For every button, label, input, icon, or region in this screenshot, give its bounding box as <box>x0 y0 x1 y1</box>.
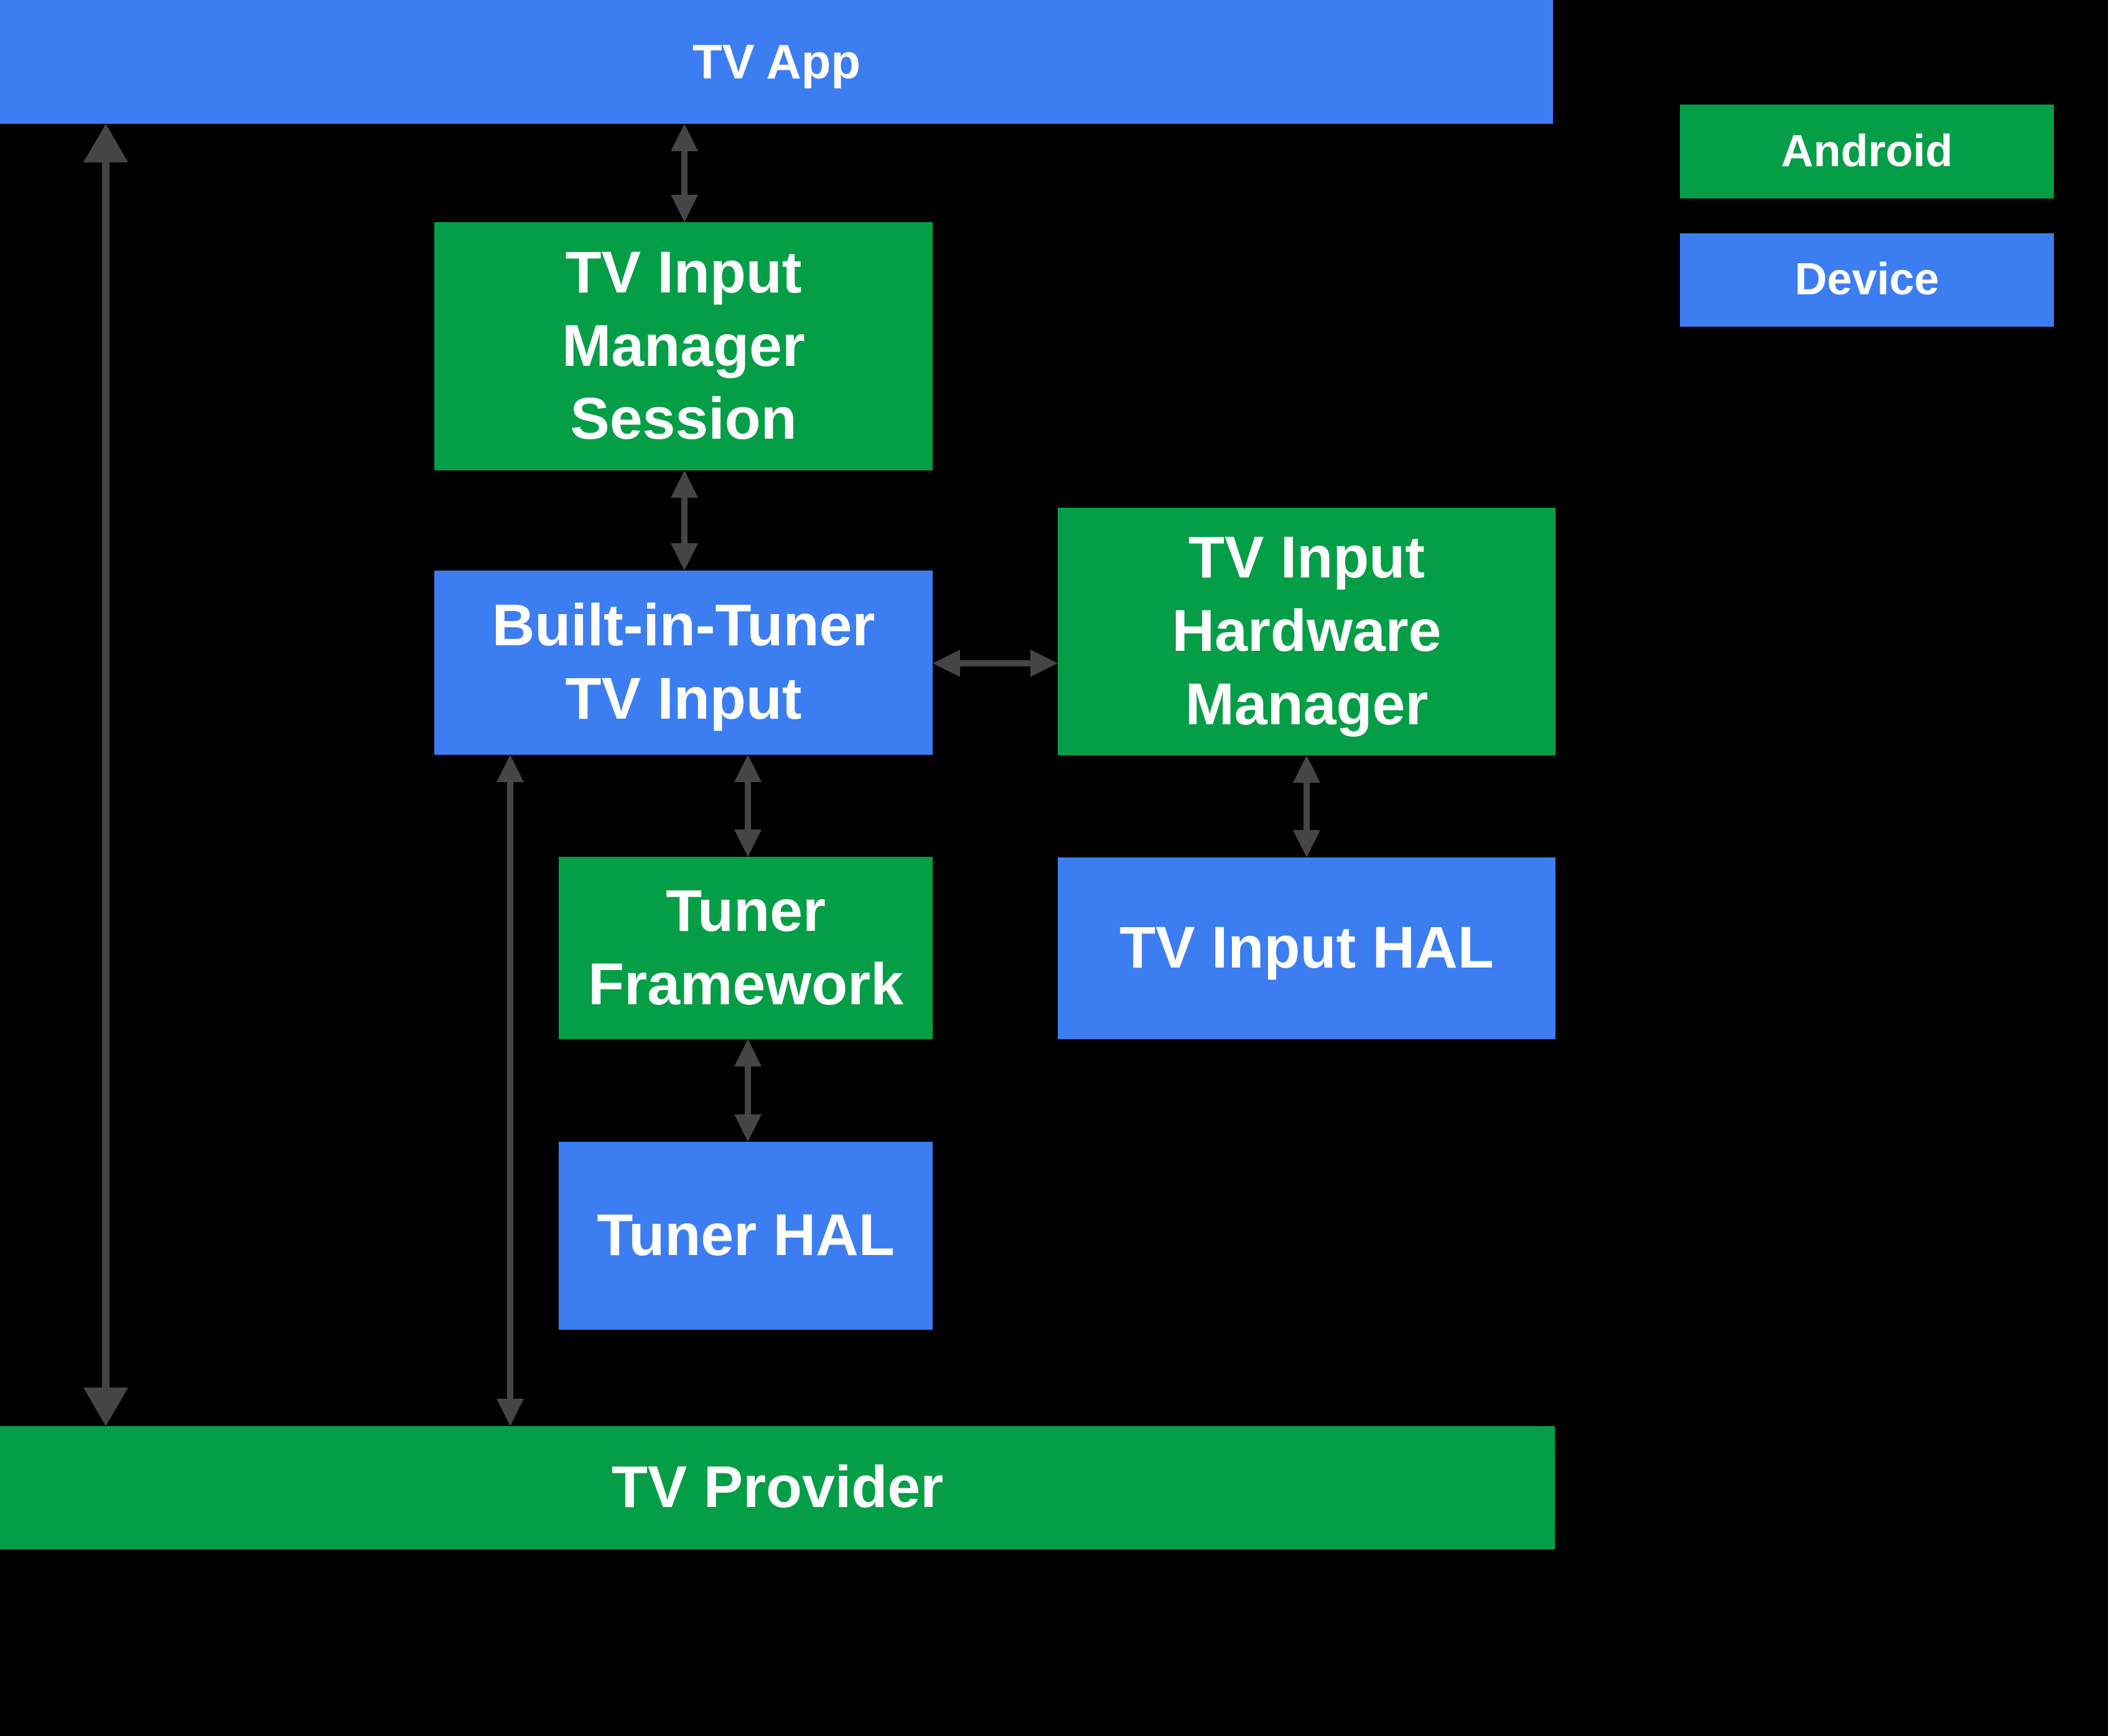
legend-device: Device <box>1680 233 2054 327</box>
box-tv-app: TV App <box>0 0 1553 124</box>
box-tv-provider: TV Provider <box>0 1426 1555 1549</box>
box-tv-input-manager-session: TV Input Manager Session <box>434 222 933 470</box>
box-built-in-tuner-tv-input-label: Built-in-Tuner TV Input <box>492 592 875 732</box>
box-built-in-tuner-tv-input: Built-in-Tuner TV Input <box>434 571 933 755</box>
box-tv-input-hal: TV Input HAL <box>1058 857 1555 1039</box>
legend-android-label: Android <box>1781 126 1953 176</box>
legend-android: Android <box>1680 105 2054 198</box>
box-tv-input-hal-label: TV Input HAL <box>1119 915 1494 981</box>
box-tuner-hal-label: Tuner HAL <box>597 1202 895 1269</box>
box-tv-input-manager-session-label: TV Input Manager Session <box>562 239 805 452</box>
box-tv-input-hardware-manager-label: TV Input Hardware Manager <box>1172 525 1442 737</box>
box-tuner-hal: Tuner HAL <box>559 1142 933 1330</box>
box-tv-input-hardware-manager: TV Input Hardware Manager <box>1058 508 1555 755</box>
box-tv-app-label: TV App <box>692 34 861 90</box>
box-tv-provider-label: TV Provider <box>611 1454 944 1521</box>
legend-device-label: Device <box>1794 254 1939 305</box>
box-tuner-framework: Tuner Framework <box>559 857 933 1039</box>
box-tuner-framework-label: Tuner Framework <box>588 877 903 1017</box>
